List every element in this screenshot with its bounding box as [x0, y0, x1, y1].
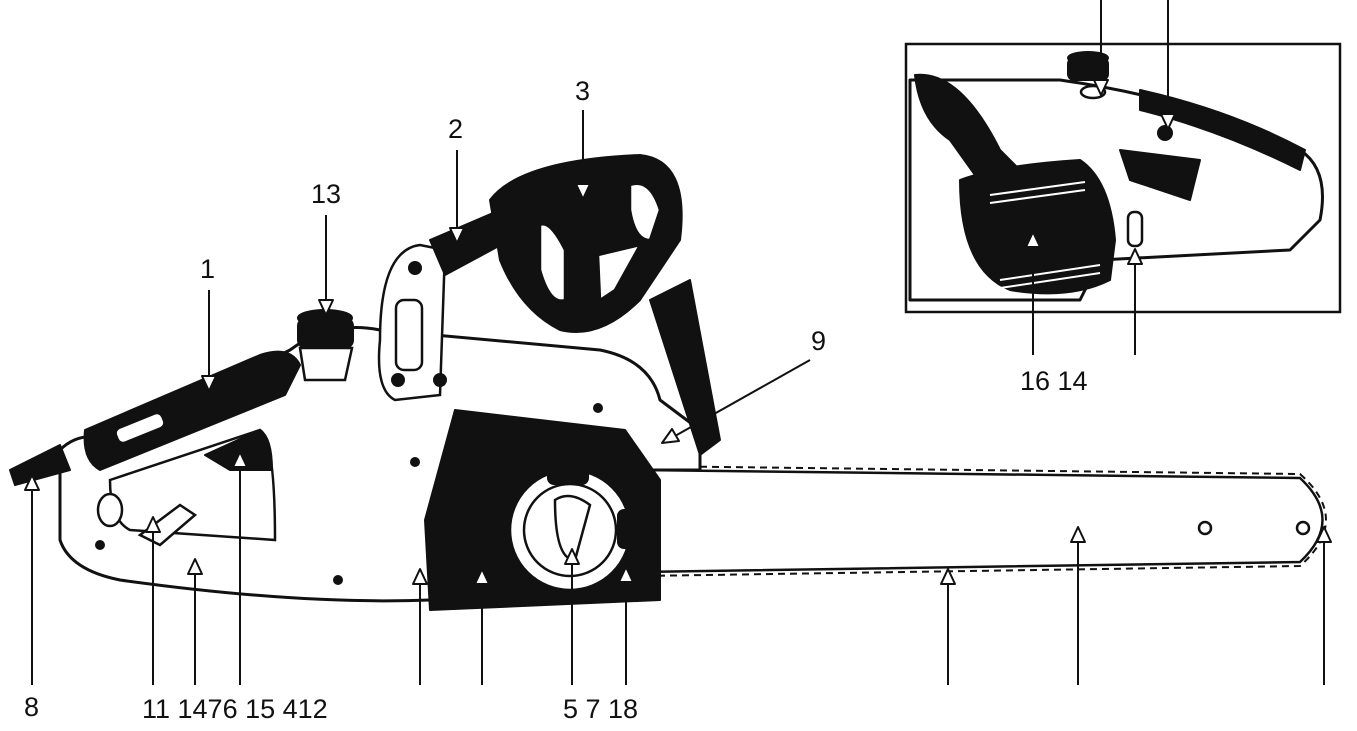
- label-8: 8: [24, 692, 39, 722]
- chainsaw-illustration: [9, 154, 1327, 611]
- label-inset: 16 14: [1020, 366, 1088, 396]
- leader-lines: [24, 0, 1332, 685]
- label-bottom-group-b: 5 7 18: [563, 694, 638, 724]
- trigger-guard: [204, 429, 273, 471]
- rear-grip-end: [9, 444, 71, 486]
- front-handle-slot: [394, 298, 424, 372]
- bar-hole: [1295, 520, 1311, 536]
- vent-slot: [114, 411, 166, 445]
- grip-hole: [96, 492, 124, 528]
- label-9: 9: [811, 326, 826, 356]
- label-2: 2: [448, 114, 463, 144]
- rear-handle-grip: [83, 350, 301, 471]
- oil-tank-cap: [297, 309, 354, 382]
- chain-brake-lever: [649, 279, 721, 456]
- inset-detail: [904, 42, 1342, 314]
- label-3: 3: [575, 76, 590, 106]
- inset-screw-hole: [1157, 125, 1173, 141]
- guide-bar: [638, 468, 1324, 574]
- tensioning-knob: [508, 461, 641, 592]
- saw-chain: [639, 465, 1327, 577]
- inset-oil-cap: [1067, 51, 1109, 100]
- label-13: 13: [311, 179, 341, 209]
- label-bottom-group-a: 11 1476 15 412: [142, 694, 328, 724]
- bar-hole: [1197, 520, 1213, 536]
- label-1: 1: [200, 254, 215, 284]
